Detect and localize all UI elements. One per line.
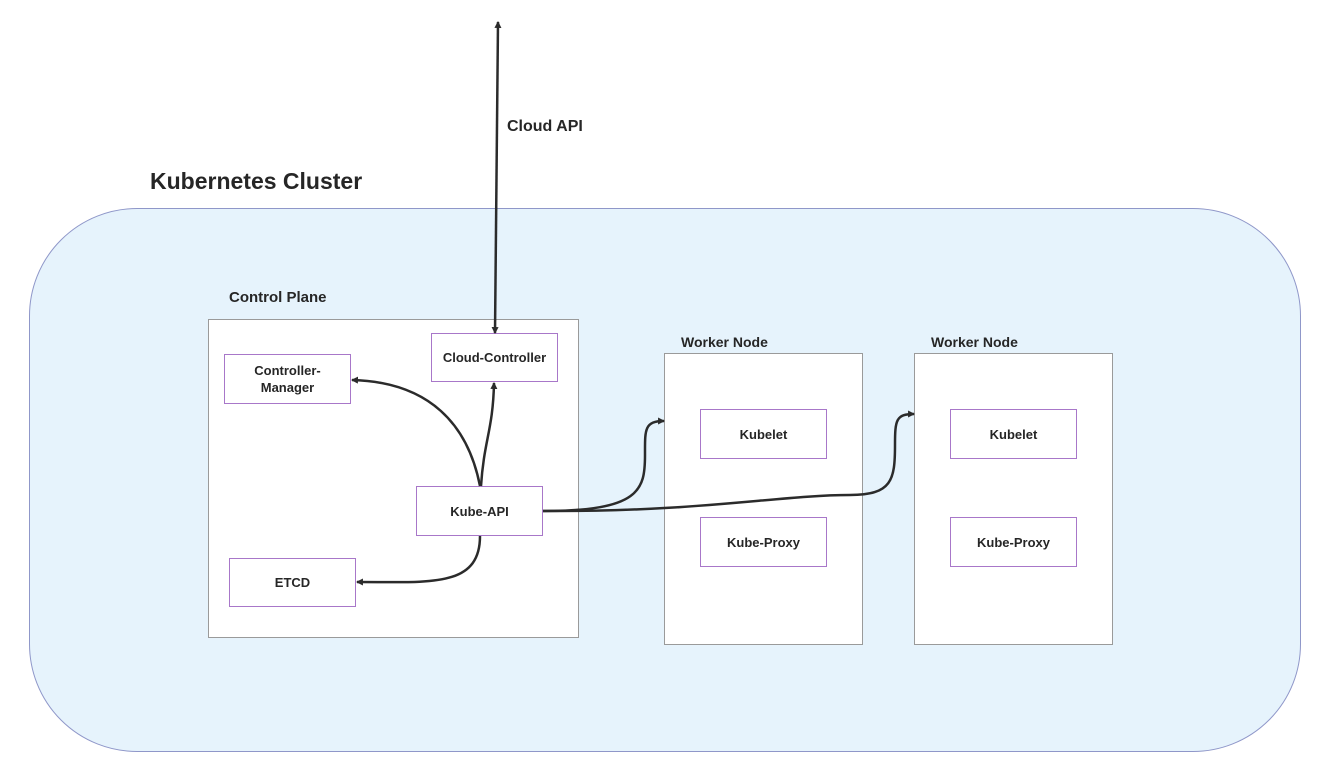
control-plane-label: Control Plane (229, 289, 327, 306)
cloud-controller-node[interactable]: Cloud-Controller (431, 333, 558, 382)
worker-node-1-kubelet[interactable]: Kubelet (700, 409, 827, 459)
worker-node-2-label: Worker Node (931, 334, 1018, 350)
worker-node-1-kube-proxy[interactable]: Kube-Proxy (700, 517, 827, 567)
kube-api-node[interactable]: Kube-API (416, 486, 543, 536)
controller-manager-node[interactable]: Controller- Manager (224, 354, 351, 404)
worker-node-1-panel (664, 353, 863, 645)
worker-node-1-label: Worker Node (681, 334, 768, 350)
worker-node-2-kube-proxy[interactable]: Kube-Proxy (950, 517, 1077, 567)
worker-node-2-kubelet[interactable]: Kubelet (950, 409, 1077, 459)
etcd-node[interactable]: ETCD (229, 558, 356, 607)
cloud-api-edge-label: Cloud API (507, 118, 583, 135)
worker-node-2-panel (914, 353, 1113, 645)
cluster-title: Kubernetes Cluster (150, 168, 363, 194)
